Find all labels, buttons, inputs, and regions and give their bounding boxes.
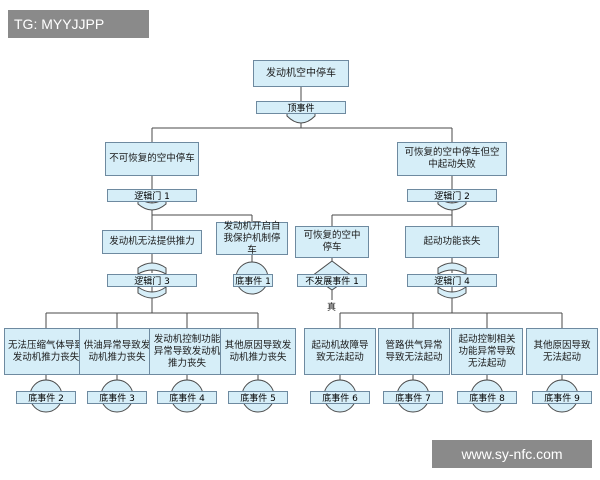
- label-undeveloped-1: 不发展事件 1: [297, 274, 367, 287]
- label-basic-4: 底事件 4: [157, 391, 217, 404]
- label-gate-1: 逻辑门 1: [107, 189, 197, 202]
- label-basic-1: 底事件 1: [233, 274, 273, 287]
- label-basic-9: 底事件 9: [532, 391, 592, 404]
- node-c3: 发动机控制功能异常导致发动机推力丧失: [149, 328, 225, 375]
- label-gate-3: 逻辑门 3: [107, 274, 197, 287]
- node-no-thrust: 发动机无法提供推力: [102, 230, 202, 254]
- or-gate-4b: [437, 286, 467, 299]
- node-start-loss: 起动功能丧失: [405, 226, 499, 258]
- label-top-event: 顶事件: [256, 101, 346, 114]
- node-c6: 管路供气异常导致无法起动: [378, 328, 450, 375]
- watermark-top: TG: MYYJJPP: [8, 10, 149, 38]
- node-c1: 无法压缩气体导致发动机推力丧失: [4, 328, 88, 375]
- node-c8: 其他原因导致无法起动: [526, 328, 598, 375]
- or-gate-3b: [137, 286, 167, 299]
- node-c4: 其他原因导致发动机推力丧失: [220, 328, 296, 375]
- watermark-bottom: www.sy-nfc.com: [432, 440, 592, 468]
- label-true: 真: [327, 303, 337, 313]
- node-c2: 供油异常导致发动机推力丧失: [79, 328, 155, 375]
- label-basic-2: 底事件 2: [16, 391, 76, 404]
- or-gate-2: [437, 195, 467, 211]
- or-gate-1: [137, 195, 167, 211]
- node-c5: 起动机故障导致无法起动: [304, 328, 376, 375]
- node-top: 发动机空中停车: [253, 60, 349, 87]
- node-c7: 起动控制相关功能异常导致无法起动: [451, 328, 523, 375]
- label-basic-8: 底事件 8: [457, 391, 517, 404]
- label-basic-5: 底事件 5: [228, 391, 288, 404]
- label-basic-3: 底事件 3: [87, 391, 147, 404]
- node-recover: 可恢复的空中停车但空中起动失败: [397, 142, 507, 176]
- label-basic-6: 底事件 6: [310, 391, 370, 404]
- label-gate-4: 逻辑门 4: [407, 274, 497, 287]
- label-gate-2: 逻辑门 2: [407, 189, 497, 202]
- node-protect: 发动机开启自我保护机制停车: [216, 221, 288, 256]
- node-nonrecover: 不可恢复的空中停车: [105, 142, 199, 176]
- label-basic-7: 底事件 7: [383, 391, 443, 404]
- node-recoverable: 可恢复的空中停车: [295, 226, 369, 258]
